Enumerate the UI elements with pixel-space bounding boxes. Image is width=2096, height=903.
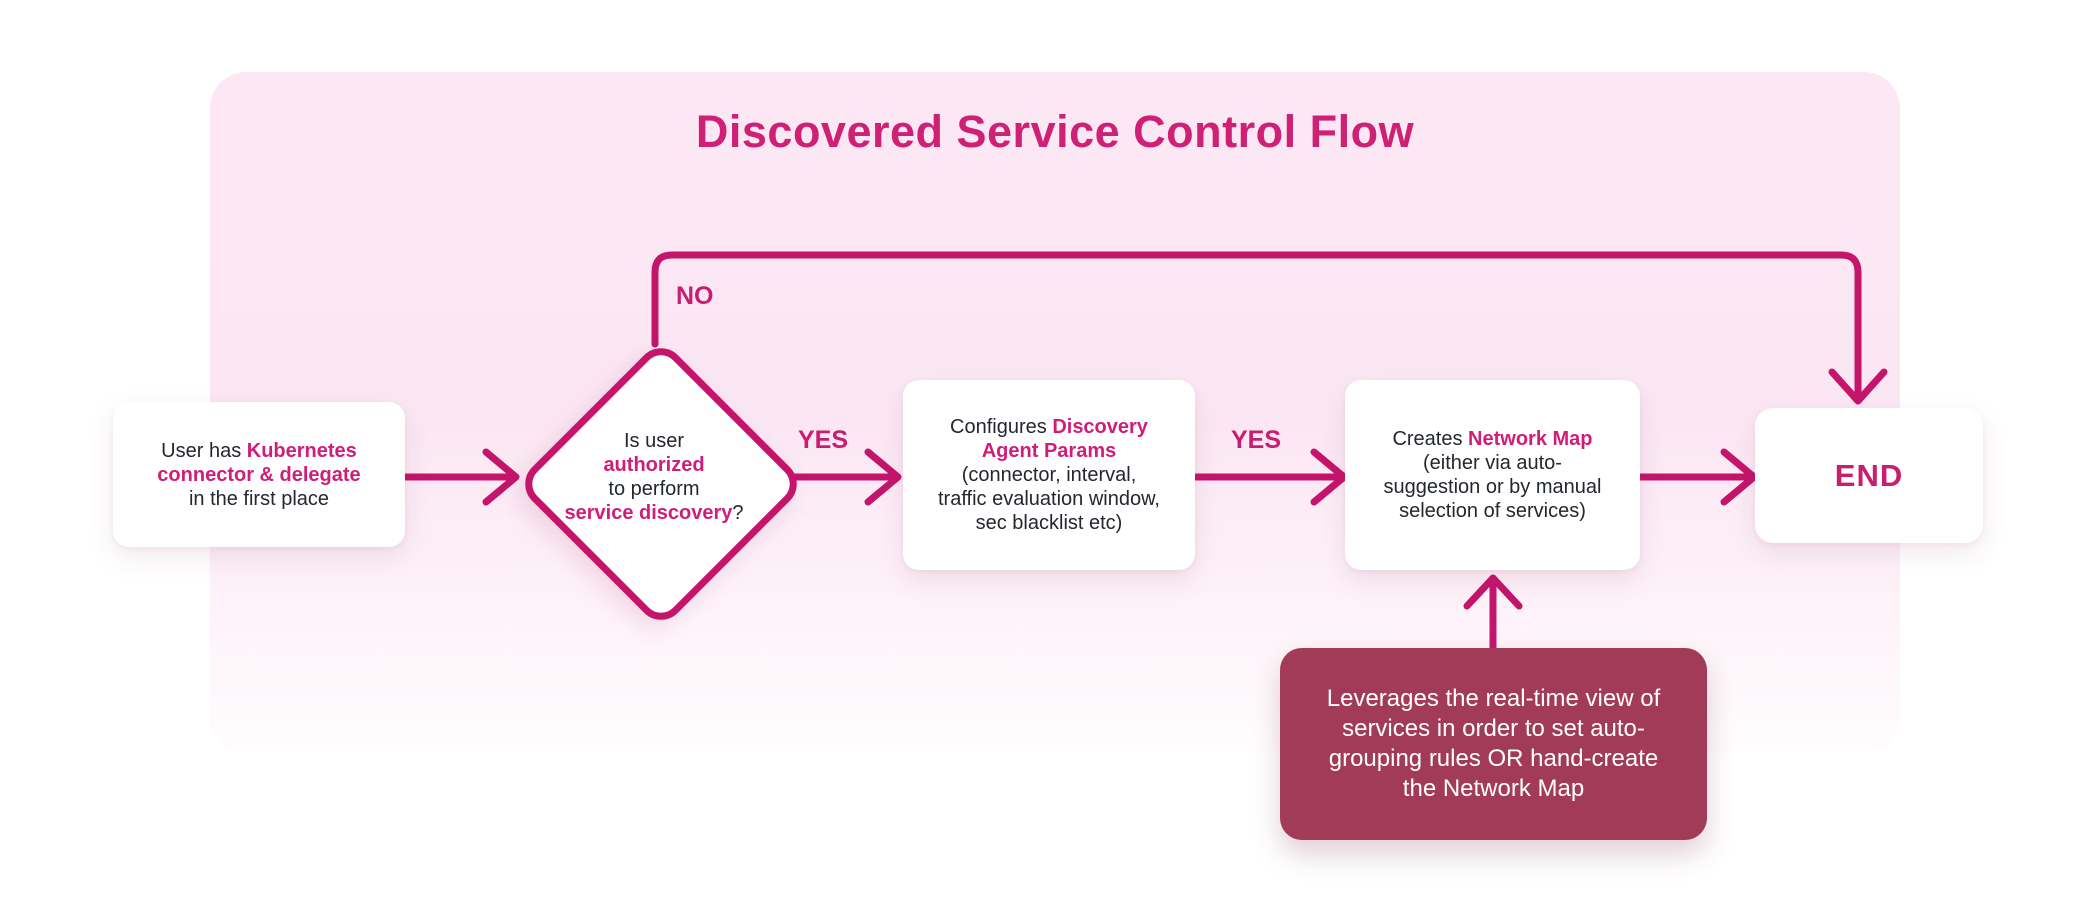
node-end-label: END — [1834, 457, 1904, 493]
node-create-text: Creates Network Map (either via auto- su… — [1383, 428, 1602, 522]
node-end: END — [1755, 408, 1983, 543]
arrowhead-start-to-decision — [482, 448, 520, 506]
arrowhead-decision-no-to-end — [1828, 368, 1888, 405]
arrowhead-create-to-end — [1720, 448, 1758, 506]
note-leverages-realtime-view: Leverages the real-time view of services… — [1280, 648, 1707, 840]
diagram-title: Discovered Service Control Flow — [695, 106, 1415, 157]
arrowhead-note-to-create — [1463, 574, 1523, 610]
arrowhead-decision-to-configure — [864, 448, 902, 506]
decision-diamond-text: Is user authorized to perform service di… — [564, 430, 744, 524]
node-create-network-map: Creates Network Map (either via auto- su… — [1345, 380, 1640, 570]
edge-decision-no-to-end — [651, 251, 1862, 400]
node-start-kubernetes-connector: User has Kubernetes connector & delegate… — [113, 402, 405, 547]
node-configure-text: Configures Discovery Agent Params (conne… — [938, 416, 1160, 534]
edge-label-no: NO — [676, 282, 714, 310]
node-configure-discovery-agent-params: Configures Discovery Agent Params (conne… — [903, 380, 1195, 570]
edge-label-yes-1: YES — [797, 426, 849, 454]
arrowhead-configure-to-create — [1310, 448, 1348, 506]
node-start-text: User has Kubernetes connector & delegate… — [157, 439, 361, 510]
note-text: Leverages the real-time view of services… — [1326, 685, 1661, 802]
edge-label-yes-2: YES — [1230, 426, 1282, 454]
